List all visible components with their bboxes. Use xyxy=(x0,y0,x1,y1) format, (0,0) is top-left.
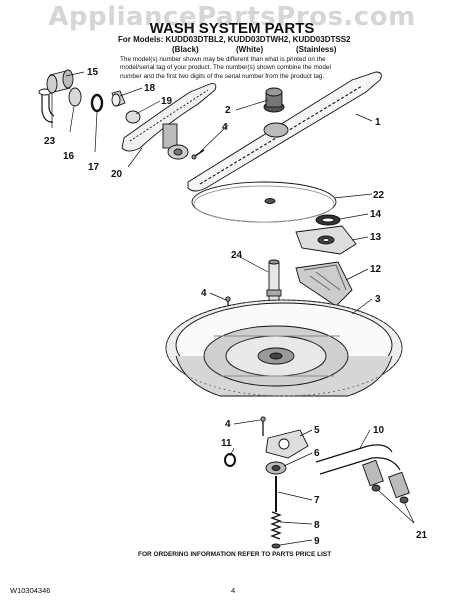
pump-housing-part xyxy=(165,299,403,397)
finish-stainless: (Stainless) xyxy=(296,45,337,54)
lower-spray-arm-part xyxy=(187,71,382,192)
callout-4: 4 xyxy=(222,122,228,133)
finish-white: (White) xyxy=(236,45,264,54)
gasket-part xyxy=(315,214,341,226)
spray-arm-mount-part xyxy=(263,87,285,113)
model-note-line: The model(s) number shown may be differe… xyxy=(120,56,326,63)
ordering-note: FOR ORDERING INFORMATION REFER TO PARTS … xyxy=(138,551,332,558)
motor-bracket-part xyxy=(265,429,309,459)
callout-10: 10 xyxy=(373,425,385,436)
callout-24: 24 xyxy=(231,250,243,261)
callout-19: 19 xyxy=(161,96,173,107)
callout-8: 8 xyxy=(314,520,320,531)
models-line: For Models: KUDD03DTBL2, KUDD03DTWH2, KU… xyxy=(118,35,351,44)
chopper-housing-part xyxy=(295,225,357,255)
callout-14: 14 xyxy=(370,209,382,220)
callout-4: 4 xyxy=(201,288,207,299)
doc-number: W10304346 xyxy=(10,586,51,595)
callout-leaders xyxy=(51,71,415,546)
callout-16: 16 xyxy=(63,151,75,162)
callout-9: 9 xyxy=(314,536,320,547)
callout-5: 5 xyxy=(314,425,320,436)
callout-3: 3 xyxy=(375,294,381,305)
motor-shaft-part xyxy=(270,476,282,549)
nut-part xyxy=(111,90,126,107)
heating-element-part xyxy=(315,444,410,504)
motor-seal-part xyxy=(265,461,287,475)
callout-15: 15 xyxy=(87,67,99,78)
callout-17: 17 xyxy=(88,162,100,173)
callout-20: 20 xyxy=(111,169,123,180)
hose-elbow-part xyxy=(38,69,82,123)
o-ring-part xyxy=(90,93,104,113)
model-note-line: model/serial tag of your product. The nu… xyxy=(120,64,331,72)
filter-disc-part xyxy=(191,181,337,223)
finish-black: (Black) xyxy=(172,45,199,54)
watermark: AppliancePartsPros.com xyxy=(48,2,416,32)
model-note-line: number and the first two digits of the s… xyxy=(120,72,325,80)
callout-2: 2 xyxy=(225,105,231,116)
callout-1: 1 xyxy=(375,117,381,128)
callout-22: 22 xyxy=(373,190,385,201)
page-title: WASH SYSTEM PARTS xyxy=(149,20,315,37)
screw-part xyxy=(260,416,266,436)
upper-spray-arm-part xyxy=(121,83,217,160)
page-number: 4 xyxy=(231,586,236,595)
callout-6: 6 xyxy=(314,448,320,459)
callout-11: 11 xyxy=(221,438,232,449)
seal-ring-part xyxy=(224,453,236,467)
callout-23: 23 xyxy=(44,136,56,147)
model-note: The model(s) number shown may be differe… xyxy=(120,56,390,81)
screw-part xyxy=(191,149,205,160)
callout-13: 13 xyxy=(370,232,382,243)
callout-18: 18 xyxy=(144,83,156,94)
callout-4: 4 xyxy=(225,419,231,430)
callout-21: 21 xyxy=(416,530,428,541)
callout-7: 7 xyxy=(314,495,320,506)
callout-12: 12 xyxy=(370,264,382,275)
chopper-assembly-part xyxy=(295,261,353,307)
